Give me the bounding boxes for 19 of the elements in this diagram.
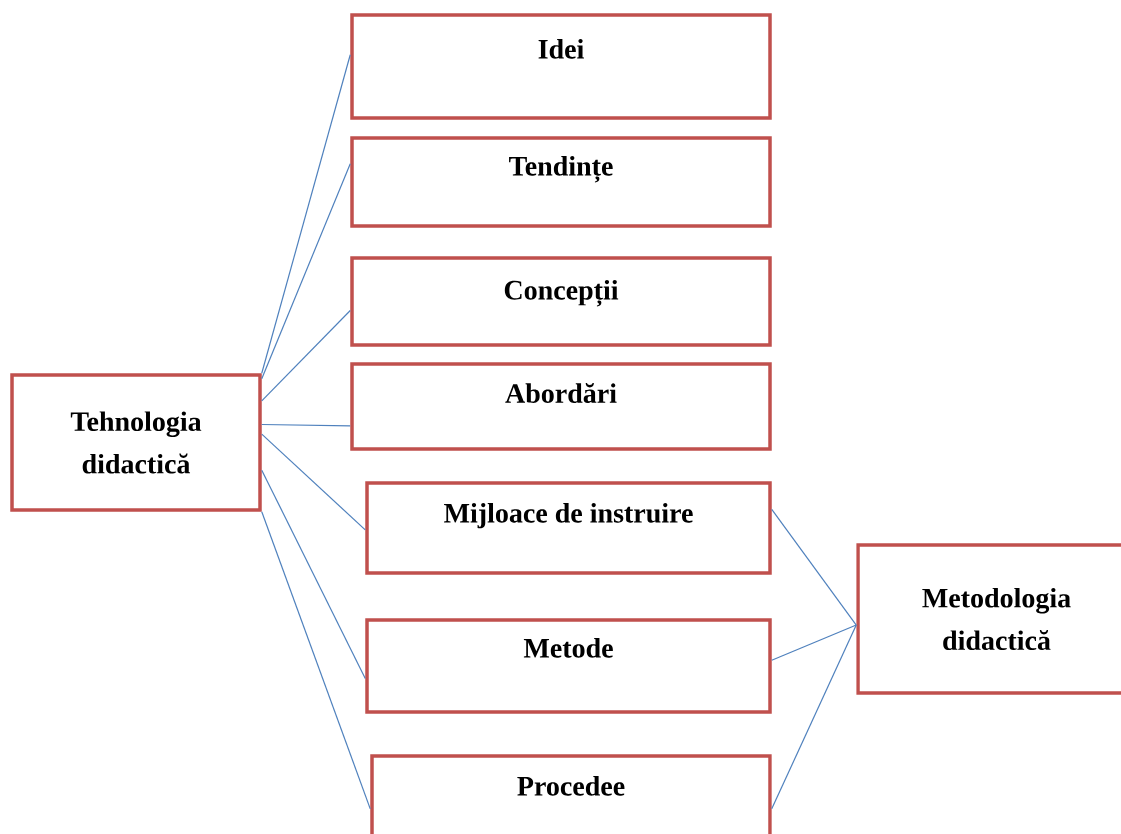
concept-box: Tehnologia didactică [10, 373, 262, 512]
connector-line [261, 163, 351, 380]
connector-line [261, 423, 351, 427]
concept-box: Tendințe [350, 136, 772, 228]
connector-line [261, 309, 351, 402]
concept-box: Idei [350, 13, 772, 120]
connector-line [771, 508, 857, 626]
concept-box: Mijloace de instruire [365, 481, 772, 575]
concept-box: Concepții [350, 256, 772, 347]
concept-box: Metodologia didactică [856, 543, 1121, 695]
concept-box: Metode [365, 618, 772, 714]
connector-line [261, 511, 371, 810]
connector-line [771, 624, 857, 661]
connector-line [261, 54, 351, 374]
connector-line [771, 624, 857, 810]
concept-box: Abordări [350, 362, 772, 451]
connector-line [261, 469, 366, 679]
connector-line [261, 433, 366, 531]
concept-box: Procedee [370, 754, 772, 834]
